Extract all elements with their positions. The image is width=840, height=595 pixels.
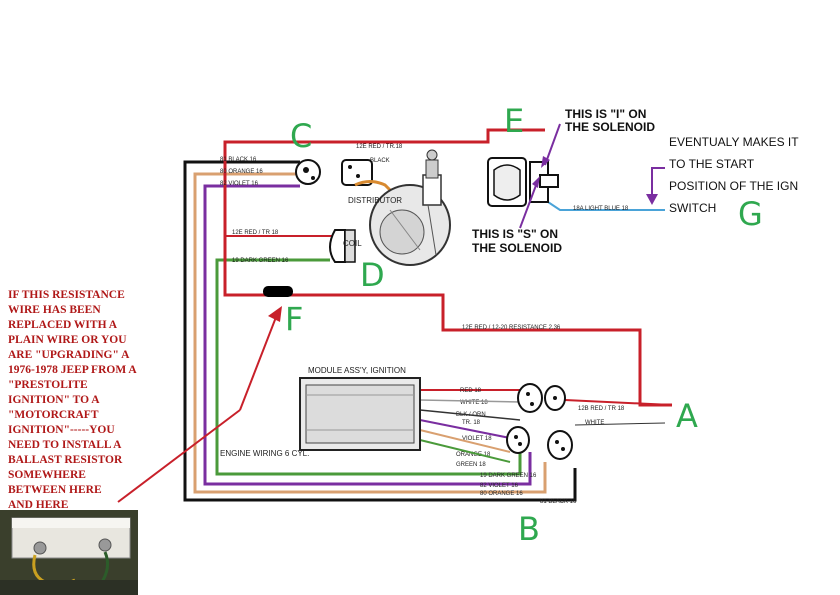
module-orange-wire bbox=[419, 429, 511, 453]
arrow-to-f-head bbox=[268, 306, 282, 322]
marker-b: B bbox=[518, 510, 540, 548]
label-light-blue: 18A LIGHT BLUE 18 bbox=[573, 206, 629, 212]
red-wire-top bbox=[340, 128, 545, 144]
label-dark-green: 19 DARK GREEN 16 bbox=[232, 258, 289, 264]
violet-wire-82 bbox=[203, 184, 532, 486]
label-orange-16: 80 ORANGE 16 bbox=[220, 169, 263, 175]
label-mod-orange: ORANGE 18 bbox=[456, 452, 491, 458]
white-arrow-wire bbox=[574, 422, 666, 426]
harness-label: ENGINE WIRING 6 CYL. bbox=[220, 449, 309, 458]
distributor-connector bbox=[341, 159, 397, 197]
arrow-ignition-head bbox=[646, 194, 658, 205]
starter-solenoid bbox=[487, 157, 559, 207]
label-bot-dkgreen: 19 DARK GREEN 16 bbox=[480, 473, 537, 479]
label-violet-16: 82 VIOLET 16 bbox=[220, 181, 259, 187]
label-mod-green: GREEN 18 bbox=[456, 462, 486, 468]
arrow-to-f-shaft bbox=[117, 409, 241, 503]
module-label: MODULE ASS'Y, IGNITION bbox=[308, 366, 406, 375]
module-connector-4 bbox=[547, 430, 573, 460]
red-wire-right bbox=[564, 399, 673, 406]
arrow-ignition bbox=[651, 167, 665, 198]
module-green-wire bbox=[419, 439, 511, 463]
label-black: BLACK bbox=[370, 158, 390, 164]
module-connector-2 bbox=[544, 385, 566, 411]
orange-wire-80 bbox=[193, 172, 547, 494]
label-mod-red: RED 18 bbox=[460, 388, 482, 394]
marker-g: G bbox=[738, 195, 763, 233]
green-wire-19 bbox=[215, 258, 522, 476]
label-top-red: 12E RED / TR.18 bbox=[356, 144, 403, 150]
ballast-resistor-photo bbox=[0, 510, 138, 595]
coil bbox=[329, 229, 356, 263]
label-coil-red: 12E RED / TR 18 bbox=[232, 230, 279, 236]
label-resistance: 12E RED / 12-20 RESISTANCE 2.36 bbox=[462, 325, 561, 331]
note-ignition-start: EVENTUALY MAKES IT TO THE START POSITION… bbox=[669, 135, 802, 215]
label-mod-white: WHITE 18 bbox=[460, 400, 488, 406]
coil-label: COIL bbox=[343, 239, 362, 248]
label-black-16: 81 BLACK 16 bbox=[220, 157, 257, 163]
arrow-solenoid-i bbox=[544, 123, 561, 166]
module-white-wire bbox=[419, 399, 521, 403]
label-bot-orange: 80 ORANGE 16 bbox=[480, 491, 523, 497]
marker-c: C bbox=[290, 117, 312, 155]
label-right-red: 12B RED / TR 18 bbox=[578, 406, 625, 412]
ballast-location-marker bbox=[263, 286, 293, 297]
module-connector-3 bbox=[506, 426, 530, 454]
connector-c bbox=[295, 159, 321, 185]
distributor-label: DISTRIBUTOR bbox=[348, 196, 402, 205]
module-violet-wire bbox=[419, 419, 511, 439]
ignition-module bbox=[299, 377, 421, 451]
marker-d: D bbox=[360, 256, 385, 294]
label-mod-blk2: TR. 18 bbox=[462, 420, 481, 426]
arrow-solenoid-i-head bbox=[541, 156, 550, 168]
note-solenoid-i: THIS IS "I" ON THE SOLENOID bbox=[565, 107, 655, 134]
marker-f: F bbox=[285, 300, 303, 338]
red-resistance-wire bbox=[223, 140, 672, 407]
arrow-solenoid-s bbox=[519, 179, 539, 229]
label-white: WHITE bbox=[585, 420, 604, 426]
module-connector-1 bbox=[517, 383, 543, 413]
marker-e: E bbox=[504, 102, 524, 140]
arrow-solenoid-s-head bbox=[532, 176, 540, 188]
marker-a: A bbox=[676, 397, 698, 435]
note-solenoid-s: THIS IS "S" ON THE SOLENOID bbox=[472, 227, 562, 255]
label-bot-violet: 82 VIOLET 16 bbox=[480, 483, 519, 489]
black-wire-81 bbox=[183, 160, 577, 502]
arrow-to-f bbox=[239, 311, 279, 411]
module-black-wire bbox=[419, 409, 521, 421]
distributor bbox=[369, 149, 451, 266]
label-bot-black: 81 BLACK 16 bbox=[540, 499, 577, 505]
label-mod-violet: VIOLET 18 bbox=[462, 436, 492, 442]
light-blue-wire bbox=[544, 199, 665, 211]
warning-text: IF THIS RESISTANCE WIRE HAS BEEN REPLACE… bbox=[8, 289, 139, 511]
